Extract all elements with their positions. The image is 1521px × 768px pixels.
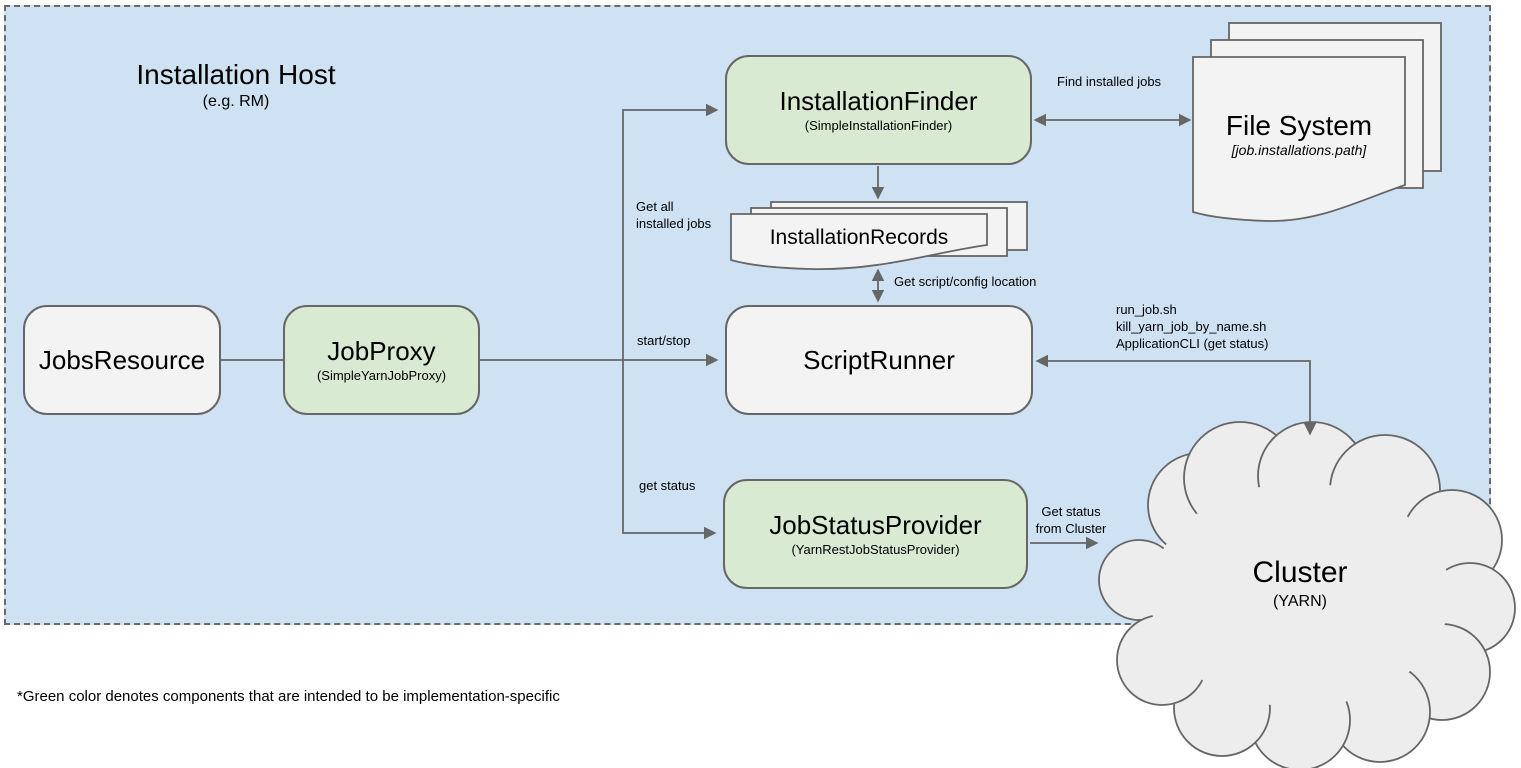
file-system-document-stack bbox=[1192, 22, 1442, 222]
cluster-subtitle: (YARN) bbox=[1273, 593, 1327, 610]
node-job-status-provider-subtitle: (YarnRestJobStatusProvider) bbox=[791, 542, 960, 557]
label-get-status: get status bbox=[639, 478, 696, 493]
label-get-script-config-location: Get script/config location bbox=[894, 274, 1037, 289]
label-run-scripts: run_job.sh kill_yarn_job_by_name.sh Appl… bbox=[1116, 302, 1269, 351]
node-jobs-resource-title: JobsResource bbox=[38, 345, 206, 375]
node-job-proxy-subtitle: (SimpleYarnJobProxy) bbox=[316, 368, 447, 383]
node-job-proxy-title: JobProxy bbox=[327, 336, 436, 366]
installation-records-label: InstallationRecords bbox=[769, 226, 949, 249]
node-jobs-resource: JobsResource bbox=[23, 305, 221, 415]
label-find-installed-jobs: Find installed jobs bbox=[1057, 74, 1162, 89]
edge-junction-installationfinder bbox=[622, 103, 719, 360]
label-start-stop: start/stop bbox=[637, 333, 691, 348]
node-installation-finder: InstallationFinder (SimpleInstallationFi… bbox=[725, 55, 1032, 165]
label-get-all-installed-jobs: Get all installed jobs bbox=[636, 199, 712, 231]
cluster-label: Cluster (YARN) bbox=[1180, 556, 1420, 612]
node-job-status-provider-title: JobStatusProvider bbox=[769, 510, 982, 540]
node-job-proxy: JobProxy (SimpleYarnJobProxy) bbox=[283, 305, 480, 415]
installation-records-document-stack bbox=[730, 201, 1028, 271]
footnote-green-components: *Green color denotes components that are… bbox=[17, 688, 560, 705]
edge-scriptrunner-cluster bbox=[1035, 354, 1317, 436]
cluster-cloud bbox=[1098, 421, 1516, 768]
file-system-path-subtitle: [job.installations.path] bbox=[1231, 142, 1367, 158]
installation-host-title-block: Installation Host (e.g. RM) bbox=[66, 59, 406, 112]
node-installation-finder-title: InstallationFinder bbox=[779, 86, 978, 116]
node-script-runner: ScriptRunner bbox=[725, 305, 1033, 415]
node-script-runner-title: ScriptRunner bbox=[803, 345, 955, 375]
node-installation-finder-subtitle: (SimpleInstallationFinder) bbox=[804, 118, 953, 133]
installation-host-title: Installation Host bbox=[136, 59, 336, 90]
installation-host-subtitle: (e.g. RM) bbox=[202, 93, 270, 110]
node-job-status-provider: JobStatusProvider (YarnRestJobStatusProv… bbox=[723, 479, 1028, 589]
file-system-label: File System [job.installations.path] bbox=[1193, 110, 1405, 159]
edge-junction-jobstatusprovider bbox=[622, 360, 717, 540]
label-get-status-from-cluster: Get status from Cluster bbox=[1035, 504, 1107, 536]
